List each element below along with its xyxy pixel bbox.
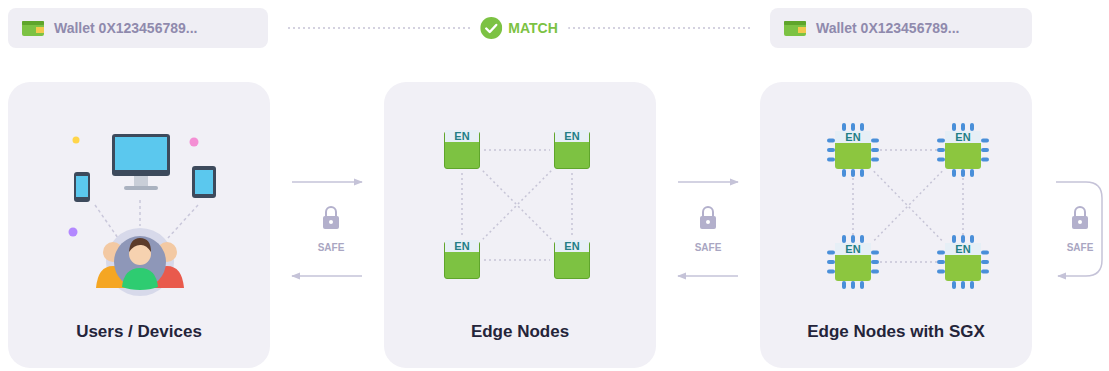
dotted-link <box>483 171 551 239</box>
node-label: EN <box>835 243 871 255</box>
panel-ground <box>8 82 270 368</box>
node-label: EN <box>445 240 479 252</box>
dotted-link <box>571 173 573 237</box>
wallet-text: Wallet 0X123456789... <box>816 20 959 36</box>
dotted-link <box>484 149 550 151</box>
edge-node-box: EN <box>444 241 480 279</box>
edge-node-box: EN <box>554 241 590 279</box>
sgx-chip: EN <box>835 243 871 281</box>
sgx-chip: EN <box>945 131 981 169</box>
panel-title: Edge Nodes with SGX <box>760 322 1032 342</box>
wallet-icon <box>784 19 806 37</box>
dotted-link <box>874 171 942 241</box>
dotted-link <box>483 171 551 239</box>
tier-panel: EN EN EN EN Edge Nodes <box>384 82 656 368</box>
dotted-link <box>852 173 854 239</box>
node-label: EN <box>555 240 589 252</box>
node-label: EN <box>445 130 479 142</box>
panel-title: Edge Nodes <box>384 322 656 342</box>
flow-arrow <box>292 275 362 277</box>
dotted-link <box>874 171 942 241</box>
lock-icon <box>323 207 1088 229</box>
dotted-link <box>962 173 964 239</box>
edge-node-box: EN <box>554 131 590 169</box>
safe-label: SAFE <box>318 242 345 253</box>
sgx-chip: EN <box>835 131 871 169</box>
flow-arrow <box>678 275 738 277</box>
node-label: EN <box>945 243 981 255</box>
panel-title: Users / Devices <box>8 322 270 342</box>
node-label: EN <box>945 131 981 143</box>
edge-node-box: EN <box>444 131 480 169</box>
wallet-icon <box>22 19 44 37</box>
panel-ground <box>760 82 1032 368</box>
loop-arrow <box>1056 182 1102 276</box>
wallet-pill: Wallet 0X123456789... <box>8 8 268 48</box>
tier-panel: Users / Devices <box>8 82 270 368</box>
flow-arrow <box>292 181 362 183</box>
tier-panel: EN EN EN EN Edge Nodes with SGX <box>760 82 1032 368</box>
safe-label: SAFE <box>1067 242 1094 253</box>
chip-pins <box>825 121 881 179</box>
devices-illustration <box>69 134 217 296</box>
node-label: EN <box>555 130 589 142</box>
panel-ground <box>384 82 656 368</box>
chip-pins <box>935 121 991 179</box>
wallet-text: Wallet 0X123456789... <box>54 20 197 36</box>
chip-pins <box>935 233 991 291</box>
sgx-chip: EN <box>945 243 981 281</box>
safe-label: SAFE <box>695 242 722 253</box>
wallet-pill: Wallet 0X123456789... <box>770 8 1032 48</box>
dotted-link <box>461 173 463 237</box>
dotted-link <box>875 149 941 151</box>
chip-pins <box>825 233 881 291</box>
node-label: EN <box>835 131 871 143</box>
check-badge <box>480 17 502 39</box>
dotted-link <box>484 259 550 261</box>
flow-arrow <box>678 181 738 183</box>
dotted-link <box>875 261 941 263</box>
edge-label: MATCH <box>470 17 568 39</box>
match-label: MATCH <box>508 20 558 36</box>
